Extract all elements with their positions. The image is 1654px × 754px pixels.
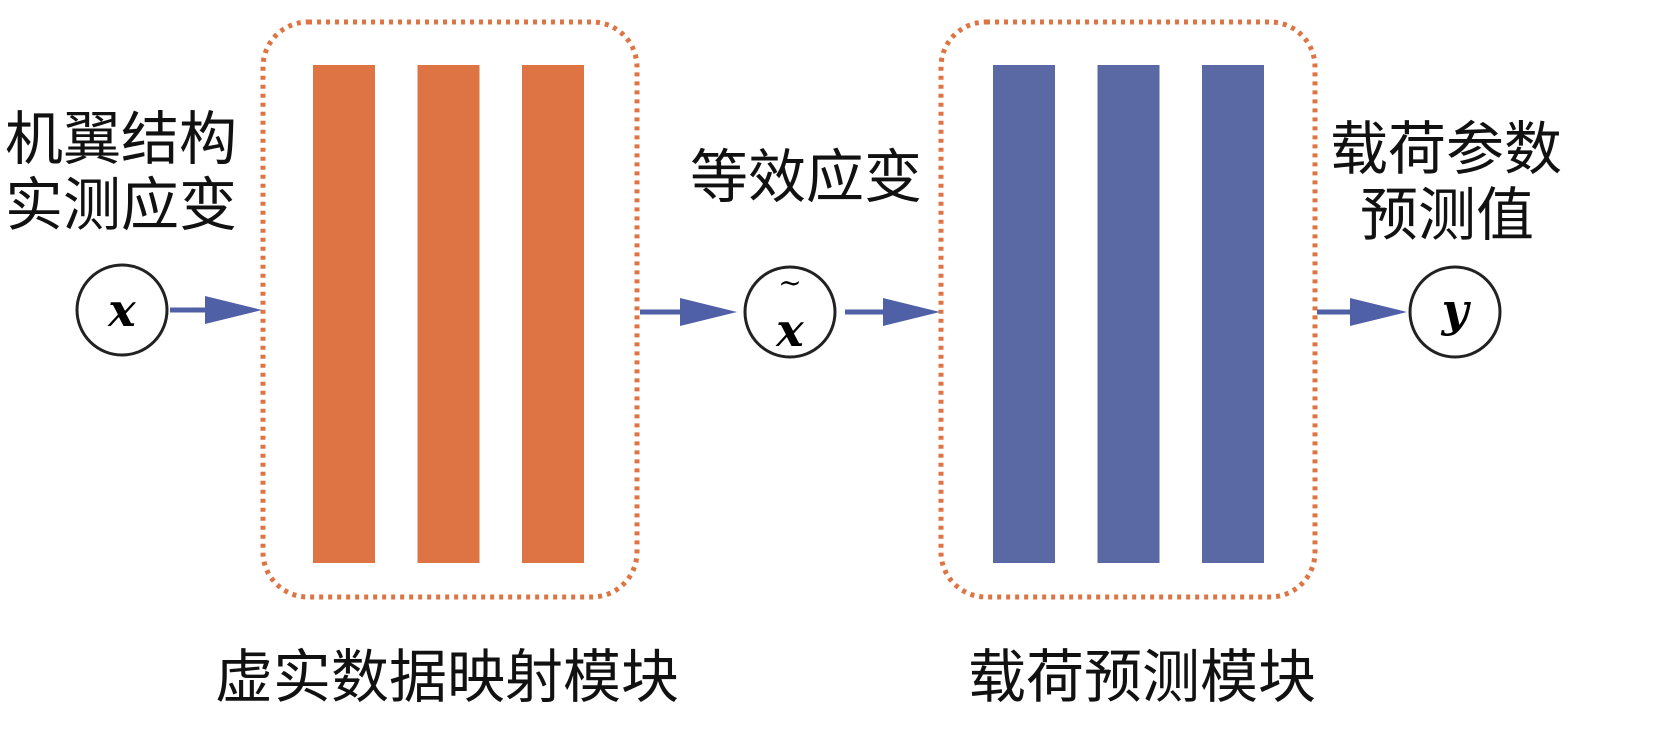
prediction-layer-1 bbox=[993, 65, 1055, 563]
arrowhead bbox=[883, 298, 940, 326]
input-node bbox=[75, 263, 169, 357]
arrowhead bbox=[680, 298, 737, 326]
mapping-layer-1 bbox=[313, 65, 375, 563]
output-label-line1: 载荷参数 bbox=[1330, 115, 1563, 183]
prediction-module-box bbox=[938, 19, 1318, 600]
prediction-layer-2 bbox=[1097, 65, 1160, 563]
prediction-layer-3 bbox=[1202, 65, 1264, 563]
input-label-line1: 机翼结构 bbox=[5, 105, 238, 173]
output-node-label: y bbox=[1441, 283, 1472, 337]
middle-node bbox=[743, 265, 837, 359]
input-node-label: x bbox=[107, 283, 136, 337]
mapping-layers bbox=[313, 65, 584, 563]
mapping-layer-2 bbox=[417, 65, 480, 563]
mapping-module-label: 虚实数据映射模块 bbox=[215, 643, 680, 711]
arrowhead bbox=[205, 296, 262, 324]
prediction-layers bbox=[993, 65, 1264, 563]
mapping-layer-3 bbox=[522, 65, 584, 563]
arrows bbox=[170, 296, 1407, 326]
output-label-line2: 预测值 bbox=[1360, 181, 1535, 249]
output-node bbox=[1408, 265, 1502, 359]
middle-node-tilde: ~ bbox=[778, 266, 801, 299]
input-label-line2: 实测应变 bbox=[5, 171, 238, 239]
middle-node-label: x bbox=[775, 303, 804, 357]
mapping-module-box bbox=[260, 19, 640, 600]
prediction-module-label: 载荷预测模块 bbox=[968, 643, 1317, 711]
arrowhead bbox=[1350, 298, 1407, 326]
middle-label: 等效应变 bbox=[690, 143, 923, 211]
